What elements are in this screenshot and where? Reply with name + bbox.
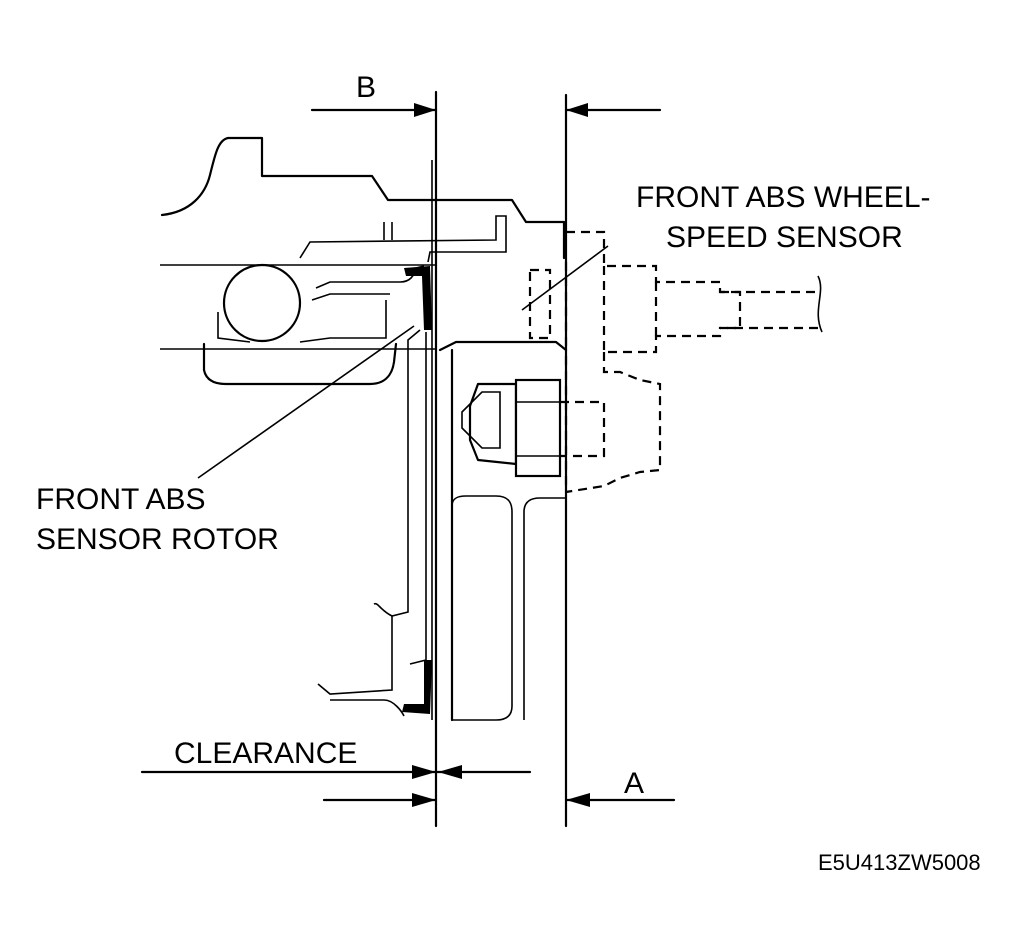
reference-lines [160,90,568,828]
dimension-b-label: B [356,71,377,104]
sensor-callout-line2: SPEED SENSOR [666,221,903,254]
rotor-callout-line2: SENSOR ROTOR [36,523,279,556]
leader-lines [197,245,609,479]
dimension-b-arrows [310,103,662,117]
rotor-callout-line1: FRONT ABS [36,483,206,516]
dimension-a-arrows [322,793,676,807]
figure-code: E5U413ZW5008 [818,850,981,875]
sensor-callout-line1: FRONT ABS WHEEL- [636,181,931,214]
clearance-arrows [140,765,532,779]
wheel-speed-sensor-outline [528,230,823,494]
clearance-label: CLEARANCE [174,737,358,770]
hub-bearing-assembly [160,136,566,720]
steering-knuckle [438,340,568,722]
dimension-a-label: A [624,767,645,800]
